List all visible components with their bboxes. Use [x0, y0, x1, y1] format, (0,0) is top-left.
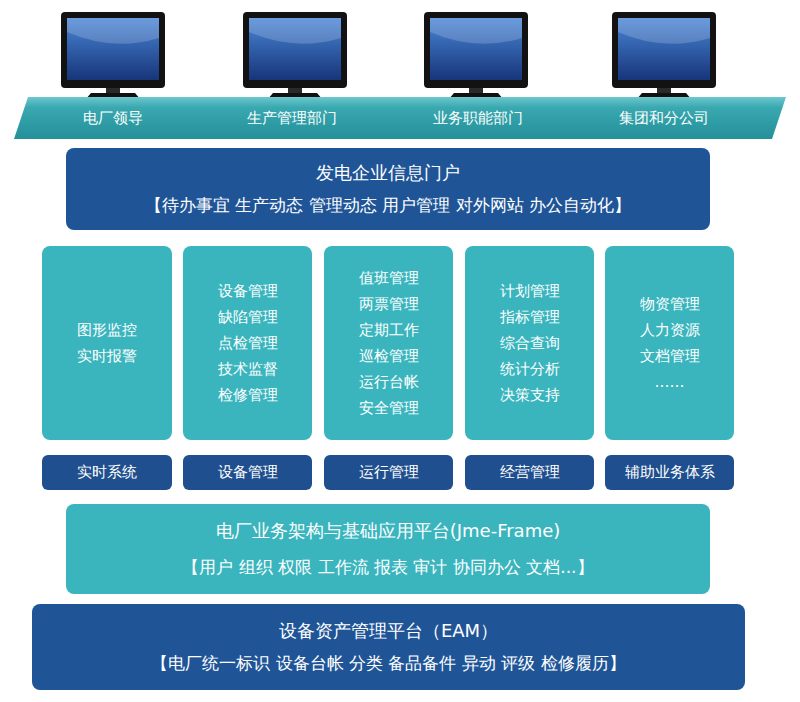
box-title: 设备资产管理平台（EAM）: [279, 620, 498, 643]
portal-box: 发电企业信息门户【待办事宜 生产动态 管理动态 用户管理 对外网站 办公自动化】: [66, 148, 710, 230]
eam-platform-box: 设备资产管理平台（EAM） 【电厂统一标识 设备台帐 分类 备品备件 异动 评级 …: [32, 604, 745, 690]
box-subtitle: 【待办事宜 生产动态 管理动态 用户管理 对外网站 办公自动化】: [145, 195, 631, 216]
item-text: 设备管理: [218, 463, 278, 482]
item-text: 缺陷管理: [218, 304, 278, 330]
module-box: 计划管理指标管理综合查询统计分析决策支持: [465, 246, 594, 440]
module-box: 设备管理缺陷管理点检管理技术监督检修管理: [183, 246, 312, 440]
item-text: 运行台帐: [359, 369, 419, 395]
item-text: 实时系统: [77, 463, 137, 482]
category-label: 运行管理: [324, 455, 453, 490]
item-text: 经营管理: [500, 463, 560, 482]
category-label: 实时系统: [42, 455, 172, 490]
item-text: 统计分析: [500, 356, 560, 382]
item-text: 文档管理: [640, 343, 700, 369]
module-box: 图形监控实时报警: [42, 246, 172, 440]
category-label: 设备管理: [183, 455, 312, 490]
item-text: 指标管理: [500, 304, 560, 330]
module-box: 物资管理人力资源文档管理……: [605, 246, 734, 440]
monitor-screen: [430, 18, 522, 80]
item-text: 综合查询: [500, 330, 560, 356]
item-text: 计划管理: [500, 278, 560, 304]
monitor-frame: [61, 12, 165, 88]
item-text: 决策支持: [500, 382, 560, 408]
user-label: 电厂领导: [83, 109, 143, 128]
item-text: 物资管理: [640, 291, 700, 317]
user-label: 生产管理部门: [247, 109, 337, 128]
monitor-frame: [243, 12, 347, 88]
box-title: 发电企业信息门户: [316, 162, 460, 185]
module-box: 值班管理两票管理定期工作巡检管理运行台帐安全管理: [324, 246, 453, 440]
item-text: 辅助业务体系: [625, 463, 715, 482]
monitor-frame: [424, 12, 528, 88]
box-title: 电厂业务架构与基础应用平台(Jme-Frame): [216, 520, 561, 543]
monitor: [243, 12, 347, 100]
item-text: 点检管理: [218, 330, 278, 356]
user-band: 电厂领导 生产管理部门 业务职能部门 集团和分公司: [14, 97, 790, 139]
item-text: 两票管理: [359, 291, 419, 317]
box-subtitle: 【电厂统一标识 设备台帐 分类 备品备件 异动 评级 检修履历】: [151, 653, 625, 674]
category-label: 辅助业务体系: [605, 455, 734, 490]
item-text: 设备管理: [218, 278, 278, 304]
item-text: 实时报警: [77, 343, 137, 369]
item-text: 检修管理: [218, 382, 278, 408]
band-parallelogram: [14, 97, 786, 139]
item-text: 定期工作: [359, 317, 419, 343]
item-text: 巡检管理: [359, 343, 419, 369]
item-text: ……: [655, 369, 685, 395]
screen-gloss: [67, 18, 159, 44]
monitor-screen: [67, 18, 159, 80]
user-label: 业务职能部门: [433, 109, 523, 128]
platform-box: 电厂业务架构与基础应用平台(Jme-Frame) 【用户 组织 权限 工作流 报表…: [66, 504, 710, 594]
screen-gloss: [618, 18, 710, 44]
item-text: 图形监控: [77, 317, 137, 343]
user-label: 集团和分公司: [619, 109, 709, 128]
item-text: 安全管理: [359, 395, 419, 421]
monitor: [424, 12, 528, 100]
screen-gloss: [249, 18, 341, 44]
item-text: 值班管理: [359, 265, 419, 291]
item-text: 运行管理: [359, 463, 419, 482]
monitor-screen: [618, 18, 710, 80]
item-text: 技术监督: [218, 356, 278, 382]
item-text: 人力资源: [640, 317, 700, 343]
monitor: [612, 12, 716, 100]
monitor-screen: [249, 18, 341, 80]
monitor: [61, 12, 165, 100]
box-subtitle: 【用户 组织 权限 工作流 报表 审计 协同办公 文档...】: [182, 557, 593, 578]
category-label: 经营管理: [465, 455, 594, 490]
monitor-frame: [612, 12, 716, 88]
screen-gloss: [430, 18, 522, 44]
